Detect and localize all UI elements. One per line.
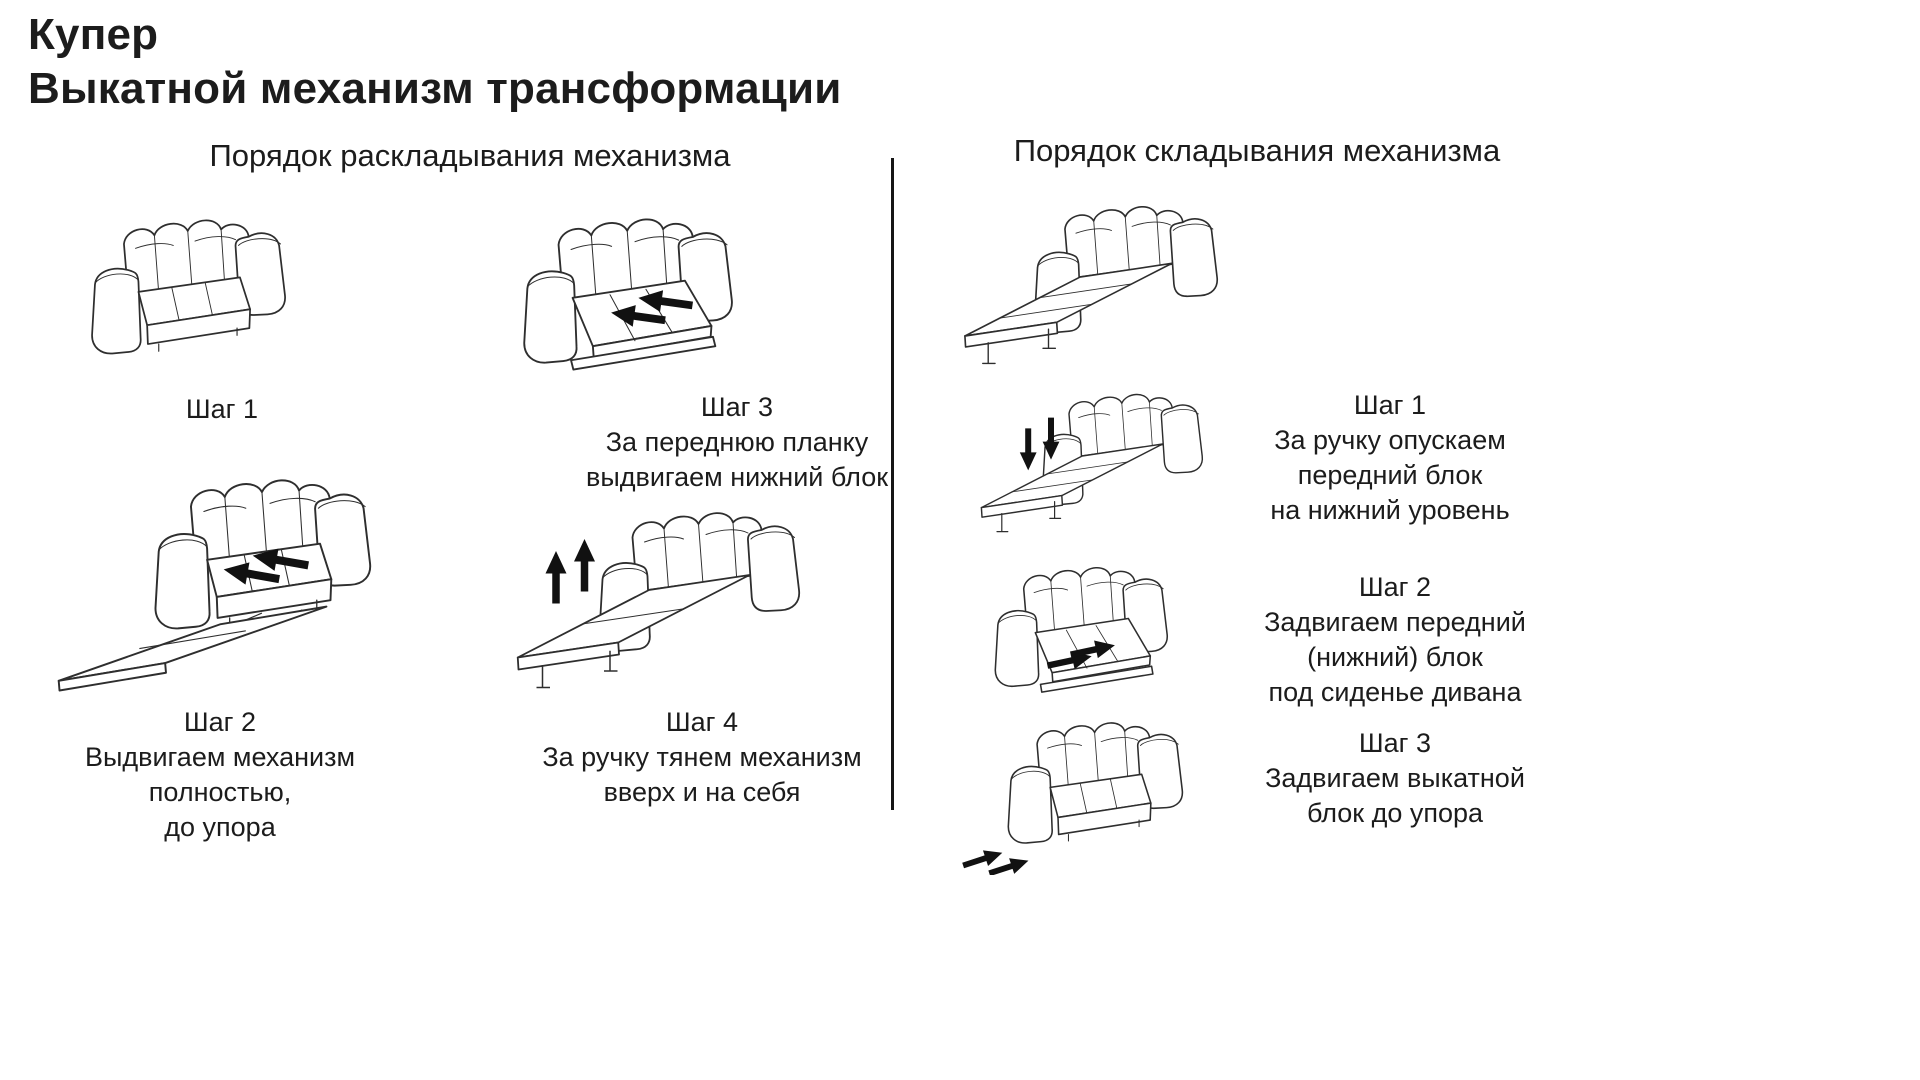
step-caption: За переднюю планку выдвигаем нижний блок [585,427,889,493]
step-caption: Задвигаем выкатной блок до упора [1265,763,1525,829]
sofa-closing-drawing [960,722,1184,875]
lift-up-arrow-icon [574,539,595,592]
step-label: Шаг 4 [665,707,739,737]
fold-step3-figure [925,705,1225,875]
fold-step2-caption-block: Шаг 2 Задвигаем передний (нижний) блок п… [1245,570,1545,710]
rollout-platform [57,605,328,692]
step-label: Шаг 3 [700,392,774,422]
step-caption: За ручку опускаем передний блок на нижни… [1270,425,1510,526]
step-caption: Выдвигаем механизм полностью, до упора [84,742,356,843]
step-caption: Задвигаем передний (нижний) блок под сид… [1264,607,1526,708]
open-bed-scene [981,394,1202,531]
sofa-bed-open-drawing [928,188,1243,373]
unfolding-header: Порядок раскладывания механизма [209,138,731,173]
unfold-step4-figure [445,482,850,707]
step-label: Шаг 3 [1358,728,1432,758]
step-label: Шаг 1 [1353,390,1427,420]
fold-step1-caption-block: Шаг 1 За ручку опускаем передний блок на… [1245,388,1535,528]
lower-block [1039,665,1154,693]
product-name: Купер [28,10,159,59]
sofa-rollout-extended-drawing [57,479,372,692]
closed-sofa-drawing [91,219,286,355]
unfold-step1-figure [50,185,340,390]
unfold-step1-caption-block: Шаг 1 [57,392,387,427]
sofa-bed-lifted-drawing [516,512,801,689]
open-bed-scene [965,207,1217,364]
sofa [1007,722,1184,844]
step-label: Шаг 1 [185,394,259,424]
lift-up-arrow-icon [545,551,567,604]
fold-step2-figure [932,550,1242,705]
unfold-step3-figure [470,198,800,393]
unfold-step4-caption-block: Шаг 4 За ручку тянем механизм вверх и на… [502,705,902,810]
unfold-step2-figure [10,455,430,705]
mechanism-subtitle: Выкатной механизм трансформации [28,63,842,113]
front-plank [570,335,717,371]
sofa-push-block-drawing [994,566,1169,693]
fold-start-figure [928,188,1243,373]
folding-header: Порядок складывания механизма [1013,133,1501,168]
step-label: Шаг 2 [183,707,257,737]
sofa-plank-out-drawing [523,218,733,371]
vertical-divider [891,158,894,810]
fold-step1-figure [928,378,1246,540]
lower-down-arrow-icon [1019,428,1037,471]
bed-deck [516,574,751,689]
step-caption: За ручку тянем механизм вверх и на себя [542,742,862,808]
step-label: Шаг 2 [1358,572,1432,602]
fold-step3-caption-block: Шаг 3 Задвигаем выкатной блок до упора [1245,726,1545,831]
unfold-step2-caption-block: Шаг 2 Выдвигаем механизм полностью, до у… [20,705,420,845]
unfold-step3-caption-block: Шаг 3 За переднюю планку выдвигаем нижни… [572,390,902,495]
page-title: Купер Выкатной механизм трансформации [28,8,842,115]
sofa-bed-lowering-drawing [928,378,1246,540]
